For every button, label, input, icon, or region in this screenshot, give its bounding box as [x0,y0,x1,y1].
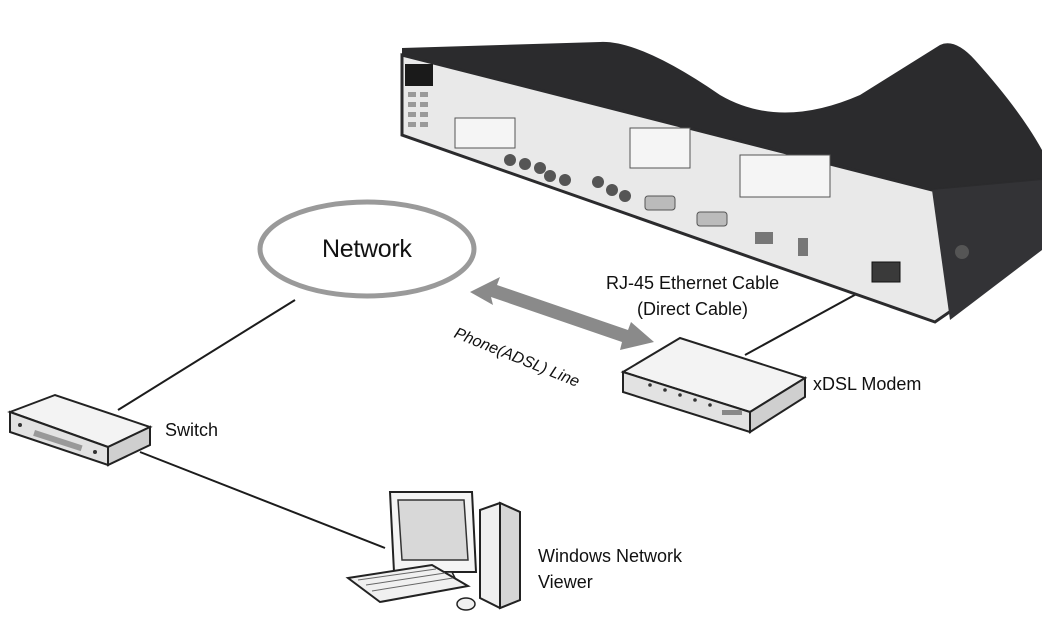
network-cloud-ellipse [257,199,477,299]
modem-label: xDSL Modem [813,374,922,394]
ethernet-cable-label: RJ-45 Ethernet Cable (Direct Cable) [606,270,779,322]
desktop-pc-icon [345,491,521,611]
network-label: Network [322,235,412,263]
dvr-recorder-icon [400,41,1042,324]
line-switch-to-pc [139,451,386,549]
network-viewer-label-line1: Windows Network [538,546,683,566]
ethernet-cable-label-line1: RJ-45 Ethernet Cable [606,273,780,293]
xdsl-modem-icon [620,336,808,434]
line-network-to-switch [117,299,296,411]
network-viewer-label-line2: Viewer [538,572,593,592]
switch-label: Switch [165,420,219,440]
ethernet-cable-label-line2: (Direct Cable) [637,299,749,319]
double-arrow-icon [470,277,654,350]
network-switch-icon [7,393,153,467]
network-viewer-label: Windows Network Viewer [538,543,682,595]
